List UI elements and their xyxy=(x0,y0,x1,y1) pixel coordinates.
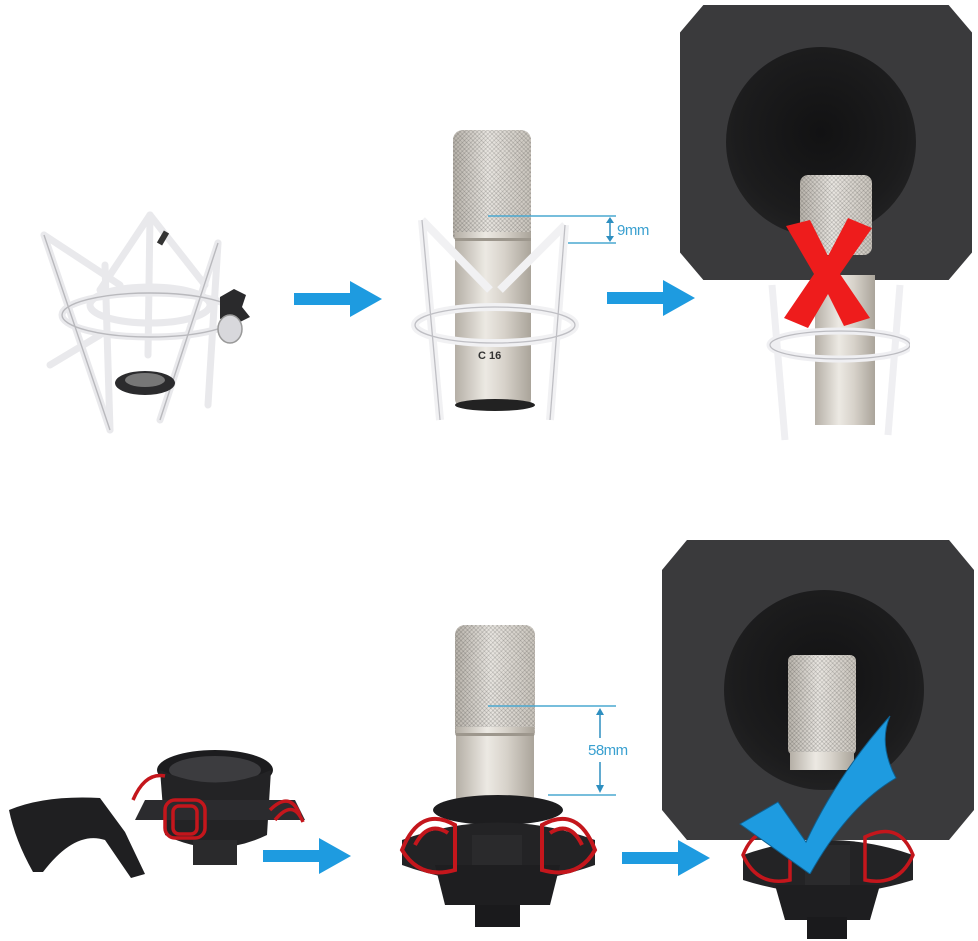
black-mount-frame xyxy=(399,795,598,927)
arrow-right-icon xyxy=(607,280,695,316)
red-cross-icon xyxy=(784,218,872,328)
white-shock-mount xyxy=(40,211,250,434)
white-mount-frame xyxy=(411,217,579,421)
blue-check-icon xyxy=(739,715,897,874)
arrow-right-icon xyxy=(622,840,710,876)
microphone-white-mount: C 16 xyxy=(400,120,600,440)
mic-badge: C 16 xyxy=(478,350,502,362)
microphone-black-mount xyxy=(380,615,620,935)
dimension-9mm xyxy=(488,215,616,244)
dimension-58mm xyxy=(488,705,616,796)
mic-body xyxy=(455,232,531,407)
mic-grille xyxy=(453,130,531,240)
measurement-9mm-label: 9mm xyxy=(617,222,649,239)
microphone-under-shield xyxy=(760,275,910,445)
foam-shield-compatible xyxy=(662,540,974,840)
black-shock-mount-with-pop-filter xyxy=(9,750,305,878)
measurement-58mm-label: 58mm xyxy=(588,742,628,759)
arrow-right-icon xyxy=(263,838,351,874)
foam-shield-incompatible xyxy=(680,5,972,280)
arrow-right-icon xyxy=(294,281,382,317)
mic-grille xyxy=(455,625,535,737)
